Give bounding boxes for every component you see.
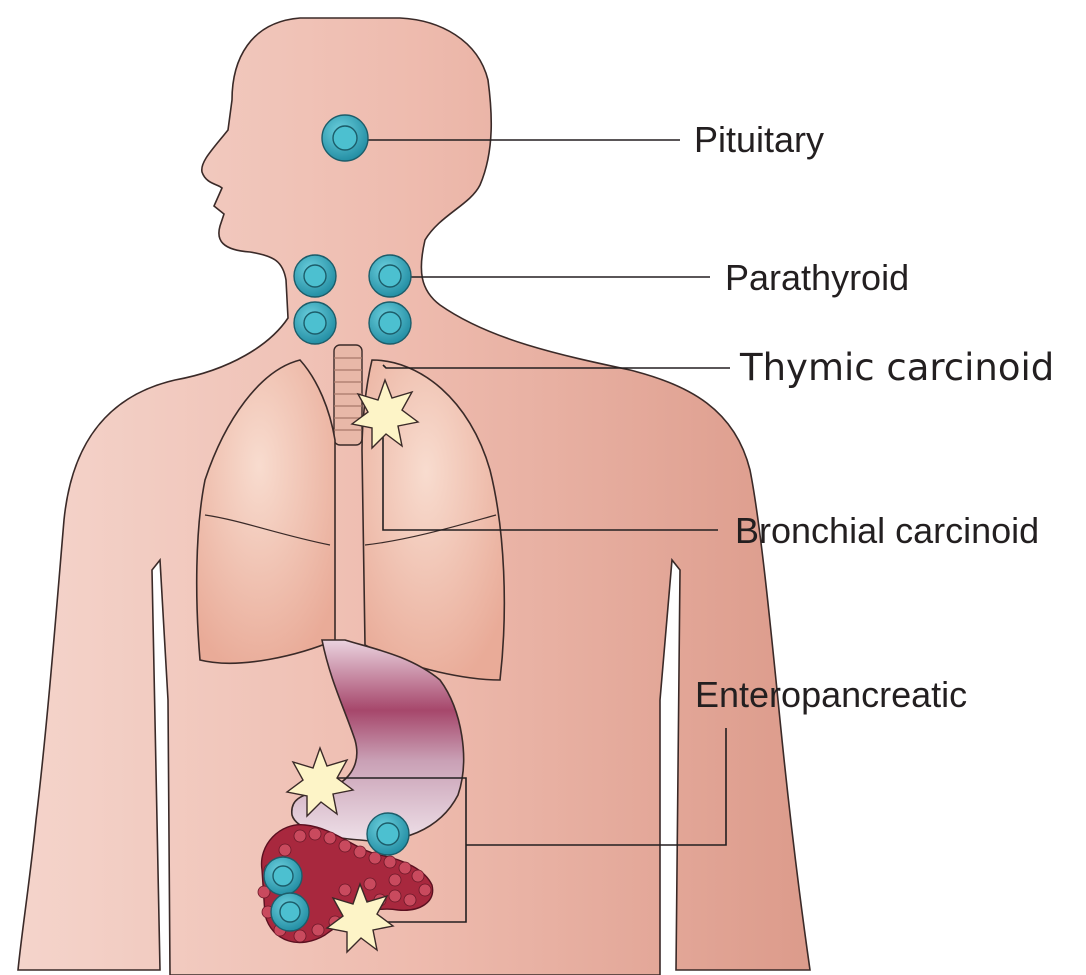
tumor-pancreas-2	[271, 893, 309, 931]
tumor-parathyroid-2	[369, 255, 411, 297]
tumor-parathyroid-3	[294, 302, 336, 344]
tumor-stomach	[367, 813, 409, 855]
label-thymic-carcinoid: Thymic carcinoid	[739, 346, 1054, 389]
label-enteropancreatic: Enteropancreatic	[695, 674, 967, 715]
label-pituitary: Pituitary	[694, 119, 824, 160]
tumor-pancreas-1	[264, 857, 302, 895]
tumor-pituitary	[322, 115, 368, 161]
label-parathyroid: Parathyroid	[725, 257, 909, 298]
tumor-parathyroid-1	[294, 255, 336, 297]
label-bronchial-carcinoid: Bronchial carcinoid	[735, 510, 1039, 551]
tumor-parathyroid-4	[369, 302, 411, 344]
